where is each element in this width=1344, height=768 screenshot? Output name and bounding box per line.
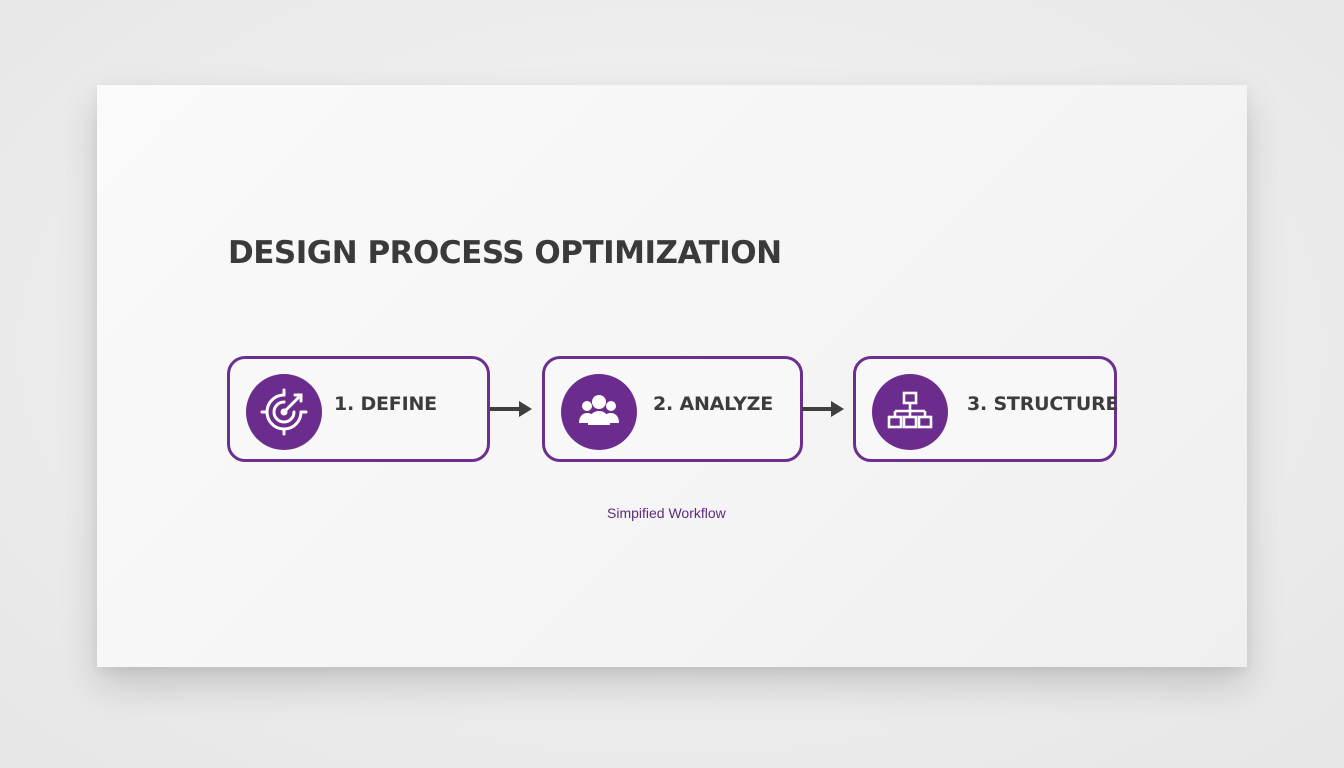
step-label: 2. ANALYZE [653,393,774,415]
slide: DESIGN PROCESS OPTIMIZATION 1. DEFINE [97,85,1247,667]
arrow-right-icon [802,401,844,417]
step-analyze: 2. ANALYZE [542,356,803,462]
target-icon [246,374,322,450]
arrow-right-icon [490,401,532,417]
slide-title: DESIGN PROCESS OPTIMIZATION [228,235,782,271]
step-label: 3. STRUCTURE [967,393,1119,415]
users-icon [561,374,637,450]
step-label: 1. DEFINE [334,393,437,415]
step-structure: 3. STRUCTURE [853,356,1119,462]
diagram-caption: Simpified Workflow [607,505,726,521]
hierarchy-icon [872,374,948,450]
step-define: 1. DEFINE [227,356,490,462]
